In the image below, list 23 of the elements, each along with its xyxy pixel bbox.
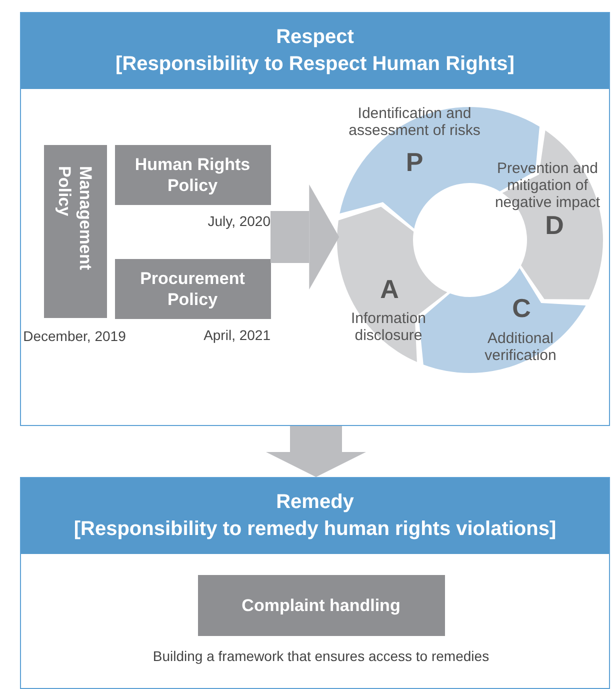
step-label: Information disclosure — [350, 310, 428, 344]
step-label: Identification and assessment of risks — [348, 104, 482, 138]
box-label: Procurement Policy — [139, 268, 246, 310]
panel-heading: Remedy — [276, 490, 354, 515]
box-label: Complaint handling — [242, 594, 400, 616]
step-letter: P — [404, 146, 424, 178]
date-caption: July, 2020 — [206, 212, 270, 230]
date-caption: December, 2019 — [22, 326, 127, 344]
step-letter: D — [545, 210, 564, 240]
step-letter: C — [511, 292, 532, 324]
step-letter: A — [379, 274, 400, 304]
step-label: Prevention and mitigation of negative impact — [494, 160, 602, 210]
step-label: Additional verification — [484, 330, 558, 364]
block-arrow — [270, 184, 340, 290]
block-arrow — [266, 426, 366, 477]
box-label: Human Rights Policy — [134, 154, 252, 196]
section-panel — [20, 12, 610, 426]
box-label: Management Policy — [54, 166, 96, 272]
panel-heading: [Responsibility to remedy human rights violations] — [74, 517, 556, 542]
date-caption: Building a framework that ensures access to remedies — [152, 646, 490, 664]
panel-heading: Respect — [276, 25, 354, 50]
section-panel — [20, 477, 610, 689]
panel-heading: [Responsibility to Respect Human Rights] — [116, 52, 514, 77]
